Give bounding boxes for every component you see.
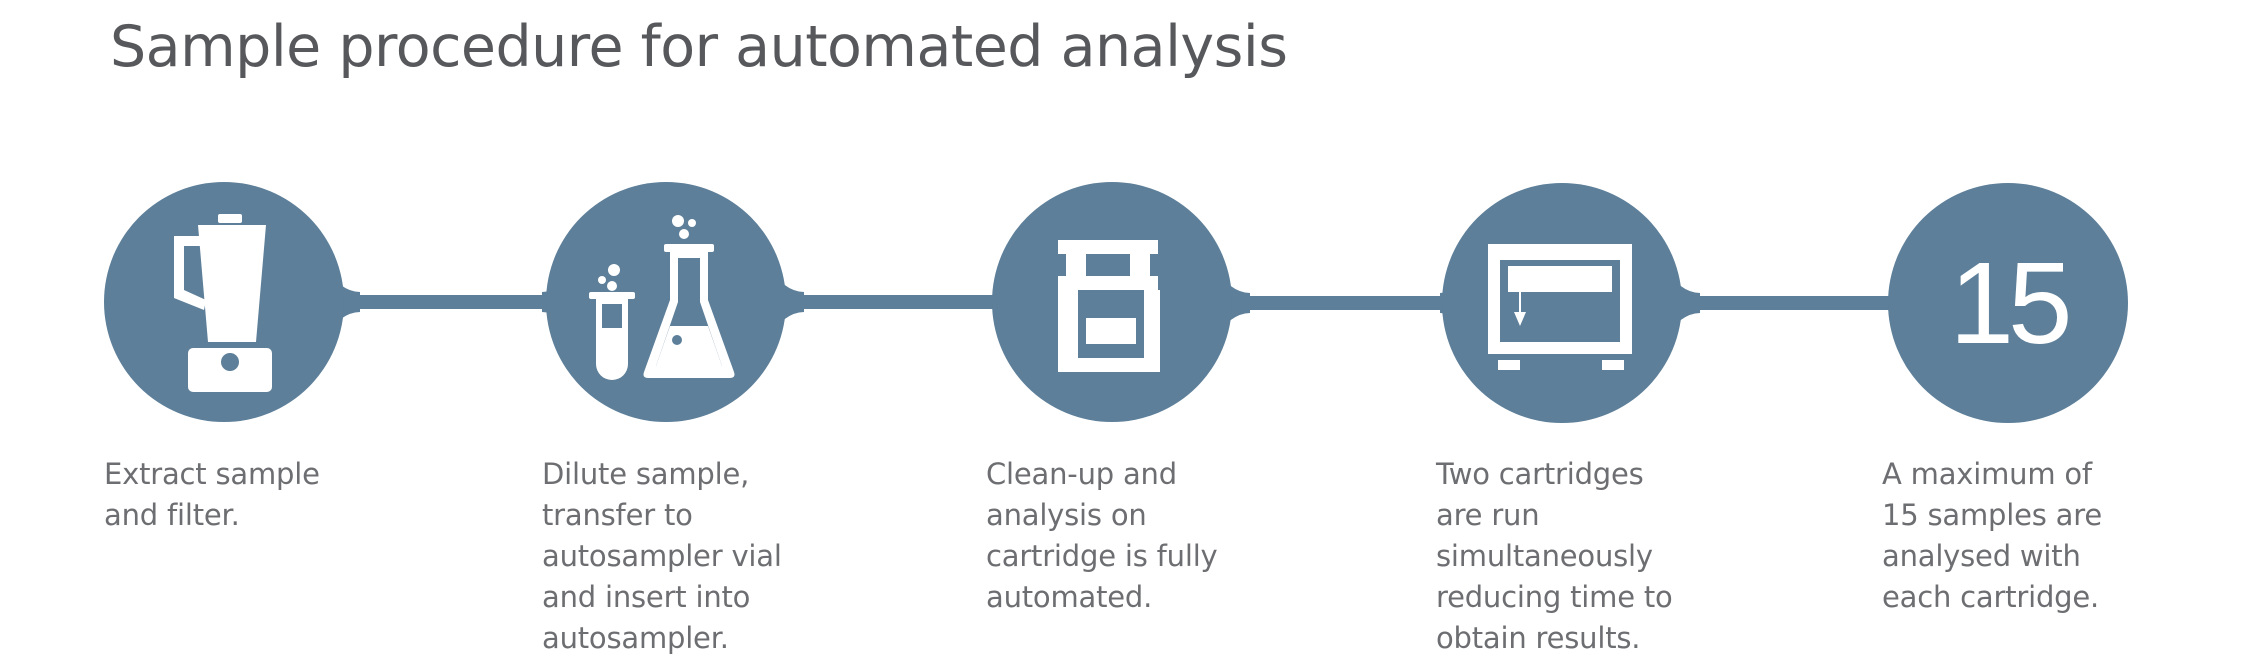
page-title: Sample procedure for automated analysis xyxy=(110,14,1288,80)
step-2-text: Dilute sample, transfer to autosampler v… xyxy=(542,457,782,655)
connector-3-4-bar xyxy=(1220,296,1470,310)
step-5-text: A maximum of 15 samples are analysed wit… xyxy=(1882,457,2102,614)
connector-4-5-bar xyxy=(1670,296,1922,310)
step-1-text: Extract sample and filter. xyxy=(104,457,320,532)
step-3-text: Clean-up and analysis on cartridge is fu… xyxy=(986,457,1218,614)
step-5-circle xyxy=(1888,183,2128,423)
number-icon: 15 xyxy=(1949,238,2068,368)
instrument-icon xyxy=(1488,244,1632,370)
connector-1-2-bar xyxy=(330,295,572,309)
cartridge-icon xyxy=(1058,240,1160,372)
test-tube-flask-icon xyxy=(589,215,735,380)
connector-2-3-bar xyxy=(774,295,1026,309)
step-4-text: Two cartridges are run simultaneously re… xyxy=(1436,457,1673,655)
step-2-circle xyxy=(546,182,786,422)
step-3-circle xyxy=(992,182,1232,422)
